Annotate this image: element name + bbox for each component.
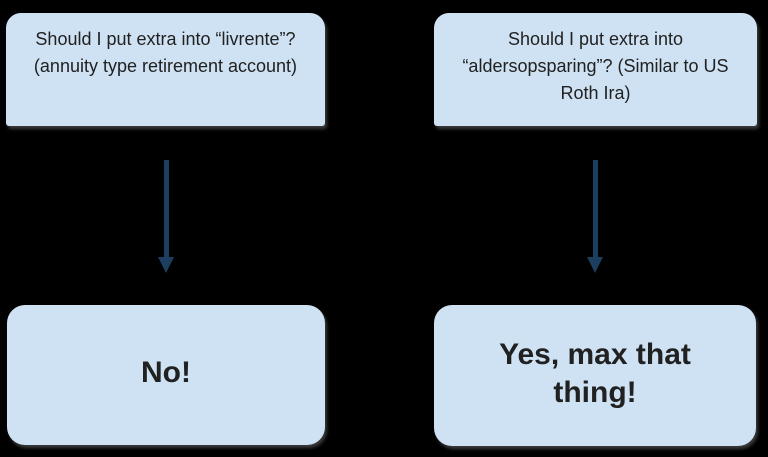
node-question-aldersopsparing: Should I put extra into “aldersopsparing… xyxy=(434,13,757,126)
arrow-shaft xyxy=(163,160,169,257)
node-answer-yes-max: Yes, max that thing! xyxy=(434,305,756,446)
node-answer-no: No! xyxy=(7,305,325,445)
arrow-head-icon xyxy=(587,257,603,273)
node-text-line: thing! xyxy=(553,375,637,409)
node-text-line: “aldersopsparing”? (Similar to US xyxy=(462,56,729,76)
node-text-line: (annuity type retirement account) xyxy=(33,56,298,76)
down-arrow-aldersopsparing-to-yes xyxy=(587,160,603,273)
arrow-shaft xyxy=(592,160,598,257)
node-text-line: Yes, max that xyxy=(499,337,691,371)
node-text-line: Roth Ira) xyxy=(560,83,631,103)
node-question-livrente: Should I put extra into “livrente”? (ann… xyxy=(6,13,325,126)
down-arrow-livrente-to-no xyxy=(158,160,174,273)
node-text-line: Should I put extra into xyxy=(507,29,684,49)
node-text-line: No! xyxy=(141,356,191,389)
arrow-head-icon xyxy=(158,257,174,273)
node-text-line: Should I put extra into “livrente”? xyxy=(35,29,296,49)
